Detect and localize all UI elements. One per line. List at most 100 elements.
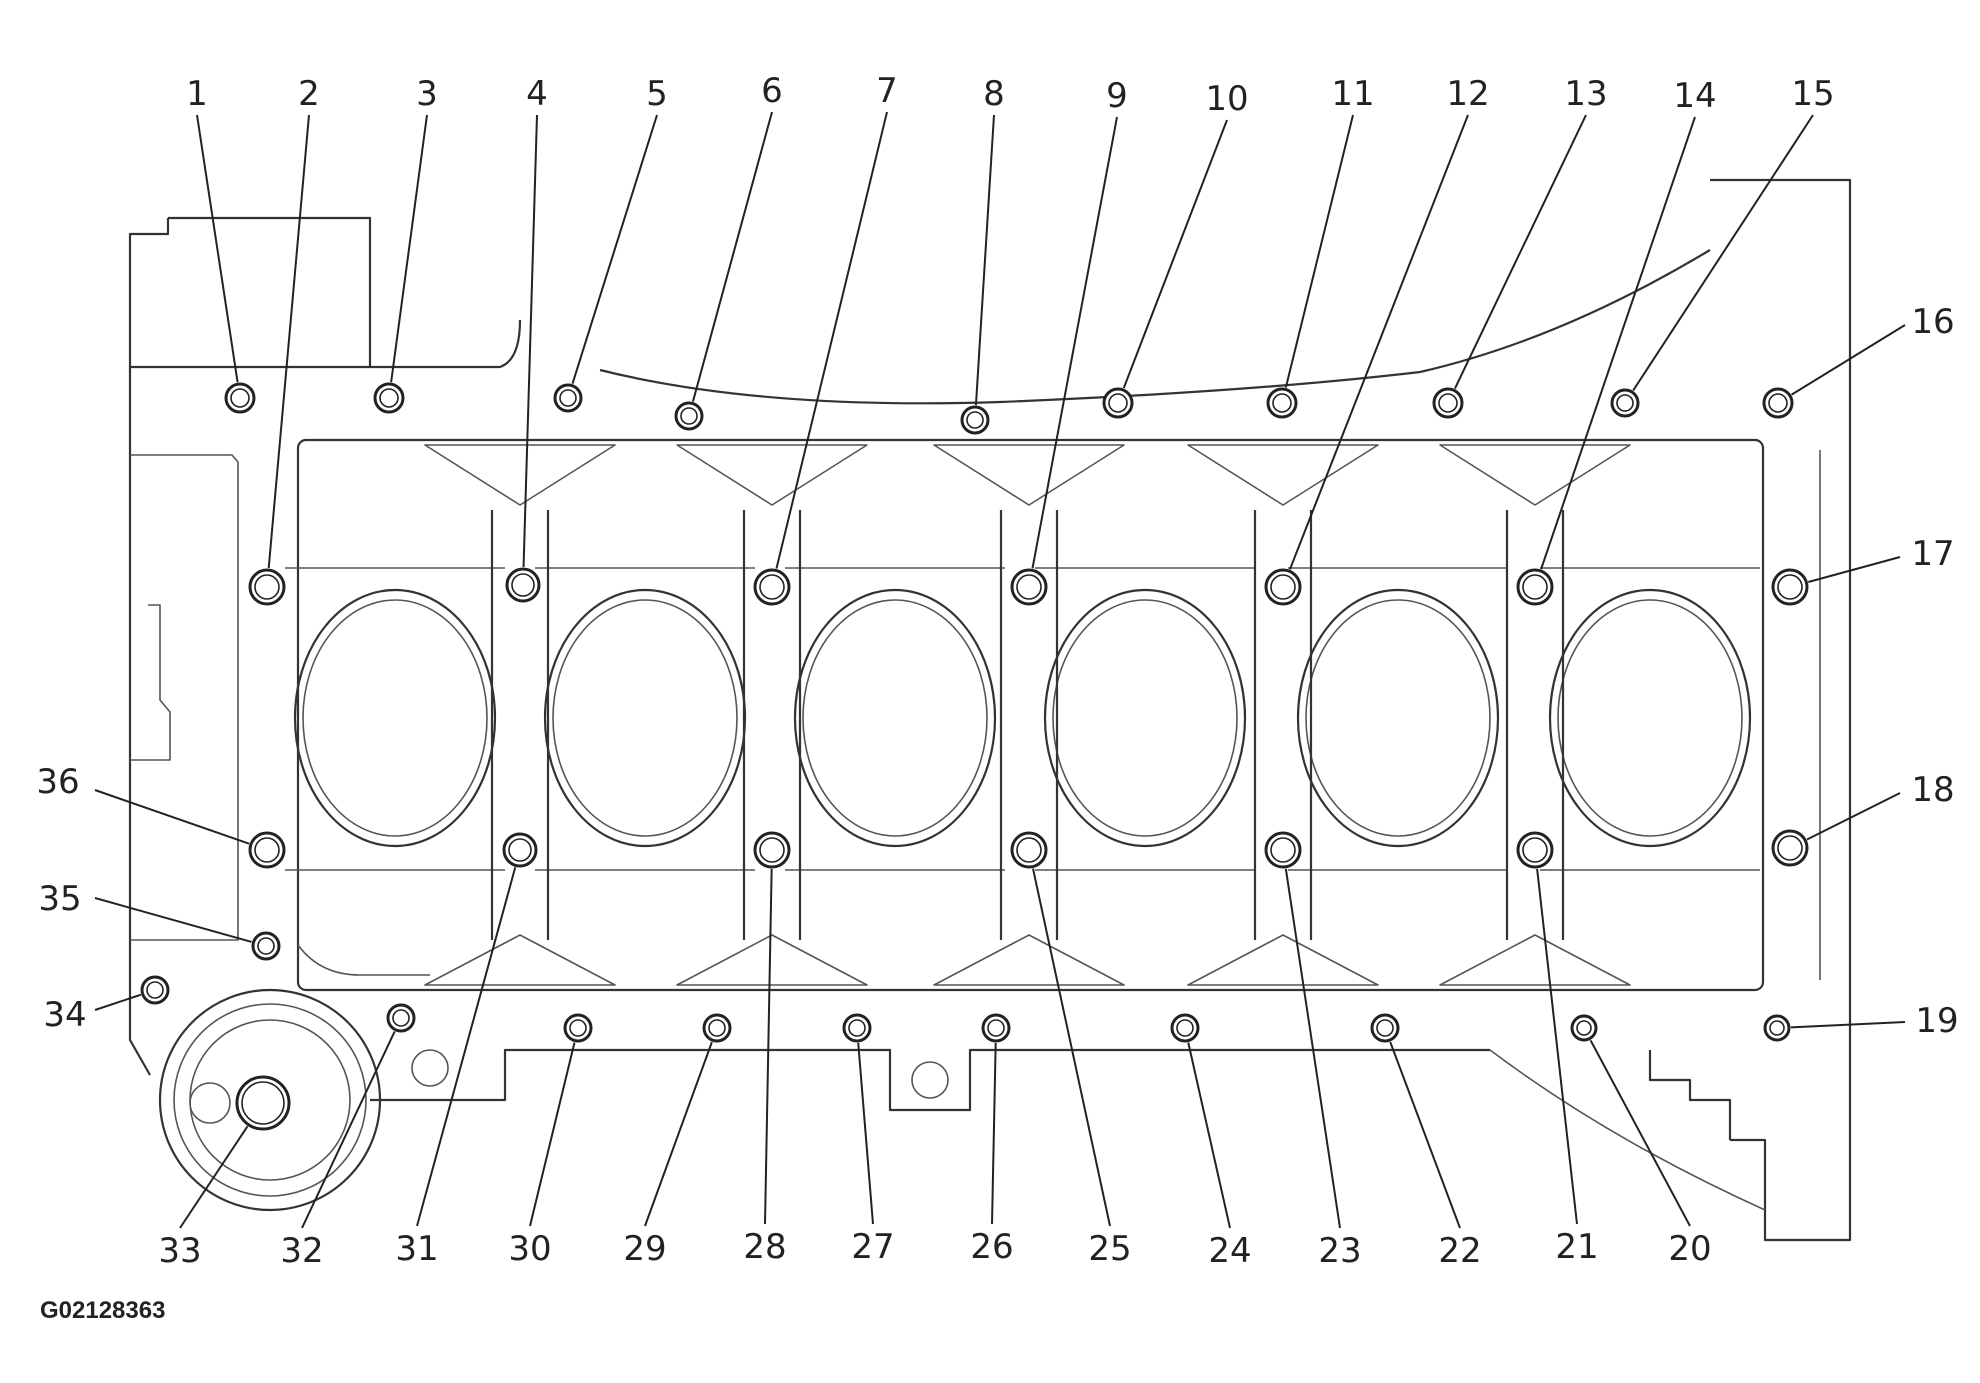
block-outline (128, 178, 1852, 1242)
callout-number-23: 23 (1318, 1231, 1361, 1271)
bolt-hole-27 (842, 1013, 872, 1043)
bolt-hole-36 (248, 831, 286, 869)
leader-line-30 (529, 1042, 576, 1227)
callout-number-10: 10 (1205, 79, 1248, 119)
callout-number-36: 36 (36, 762, 79, 802)
cylinder-bore (785, 567, 1005, 871)
callout-number-35: 35 (38, 879, 81, 919)
leader-line-4 (522, 114, 538, 568)
leader-line-10 (1122, 119, 1228, 389)
pulley-outer-ring (158, 988, 382, 1212)
cylinder-bores (285, 567, 1760, 871)
block-left-edge (128, 218, 170, 1076)
leader-line-17 (1808, 556, 1901, 583)
callout-number-2: 2 (298, 74, 320, 114)
web-rib (1187, 444, 1379, 986)
leader-line-5 (571, 114, 658, 384)
leader-line-15 (1632, 114, 1814, 391)
callout-number-26: 26 (970, 1227, 1013, 1267)
bolt-hole-7 (753, 568, 791, 606)
bolt-hole-13 (1432, 387, 1464, 419)
leader-line-32 (301, 1031, 396, 1229)
bolt-hole-29 (702, 1013, 732, 1043)
bolt-hole-23 (1264, 831, 1302, 869)
leader-line-22 (1389, 1041, 1461, 1229)
leader-line-31 (416, 867, 517, 1227)
callout-number-19: 19 (1915, 1001, 1958, 1041)
bolt-hole-18 (1771, 829, 1809, 867)
leader-line-12 (1289, 114, 1469, 570)
bolt-hole-35 (251, 931, 281, 961)
block-lower-right-skirt (1489, 1049, 1766, 1211)
leader-line-14 (1540, 116, 1696, 570)
leader-line-29 (644, 1041, 713, 1227)
web-rib (1439, 444, 1631, 986)
bolt-hole-6 (674, 401, 704, 431)
callout-number-15: 15 (1791, 74, 1834, 114)
bolt-hole-12 (1264, 568, 1302, 606)
callout-number-12: 12 (1446, 74, 1489, 114)
callout-number-17: 17 (1911, 534, 1954, 574)
oil-passage-1 (411, 1049, 449, 1087)
block-right-edge (1710, 178, 1852, 1242)
web-rib (424, 444, 616, 986)
callout-number-24: 24 (1208, 1231, 1251, 1271)
bolt-hole-16 (1762, 387, 1794, 419)
callout-number-20: 20 (1668, 1229, 1711, 1269)
bolt-hole-26 (981, 1013, 1011, 1043)
front-pulley (158, 988, 949, 1212)
block-bottom-edge (370, 1048, 1490, 1112)
bolt-hole-25 (1010, 831, 1048, 869)
web-rib (676, 444, 868, 986)
leader-line-26 (991, 1042, 997, 1225)
callout-number-11: 11 (1331, 74, 1374, 114)
callout-number-14: 14 (1673, 76, 1716, 116)
leader-lines (94, 111, 1906, 1229)
web-rib (933, 444, 1125, 986)
bolt-holes (140, 382, 1809, 1131)
leader-line-20 (1589, 1039, 1691, 1227)
callout-number-1: 1 (186, 74, 208, 114)
deck-frame (296, 438, 1765, 992)
callout-number-7: 7 (876, 71, 898, 111)
cylinder-bore (1288, 567, 1508, 871)
bolt-hole-10 (1102, 387, 1134, 419)
block-lower-right-step (1648, 1050, 1732, 1140)
leader-line-6 (691, 111, 773, 402)
leader-line-3 (390, 114, 428, 383)
bolt-hole-1 (224, 382, 256, 414)
leader-line-24 (1187, 1042, 1231, 1229)
callout-number-3: 3 (416, 74, 438, 114)
cylinder-bore (285, 567, 505, 871)
cylinder-bore (1035, 567, 1255, 871)
block-top-face (130, 249, 1711, 405)
bolt-hole-34 (140, 975, 170, 1005)
leader-line-28 (764, 868, 773, 1225)
bolt-hole-9 (1010, 568, 1048, 606)
bolt-hole-30 (563, 1013, 593, 1043)
leader-line-7 (775, 111, 888, 569)
callout-number-31: 31 (395, 1229, 438, 1269)
callout-number-34: 34 (43, 995, 86, 1035)
bolt-hole-20 (1570, 1014, 1598, 1042)
block-left-slot (130, 604, 171, 761)
bolt-hole-3 (373, 382, 405, 414)
callout-number-9: 9 (1106, 76, 1128, 116)
leader-line-9 (1031, 116, 1118, 569)
callout-number-28: 28 (743, 1227, 786, 1267)
bolt-hole-32 (386, 1003, 416, 1033)
bolt-hole-31 (502, 832, 538, 868)
leader-line-25 (1032, 868, 1111, 1227)
callout-number-8: 8 (983, 74, 1005, 114)
bolt-hole-2 (248, 568, 286, 606)
bolt-hole-28 (753, 831, 791, 869)
leader-line-13 (1454, 114, 1587, 390)
bolt-hole-33 (235, 1075, 291, 1131)
leader-line-34 (94, 993, 142, 1011)
block-left-panel (130, 454, 239, 941)
pulley-mid-ring (173, 1003, 367, 1197)
leader-line-21 (1536, 868, 1578, 1225)
bolt-hole-8 (960, 405, 990, 435)
